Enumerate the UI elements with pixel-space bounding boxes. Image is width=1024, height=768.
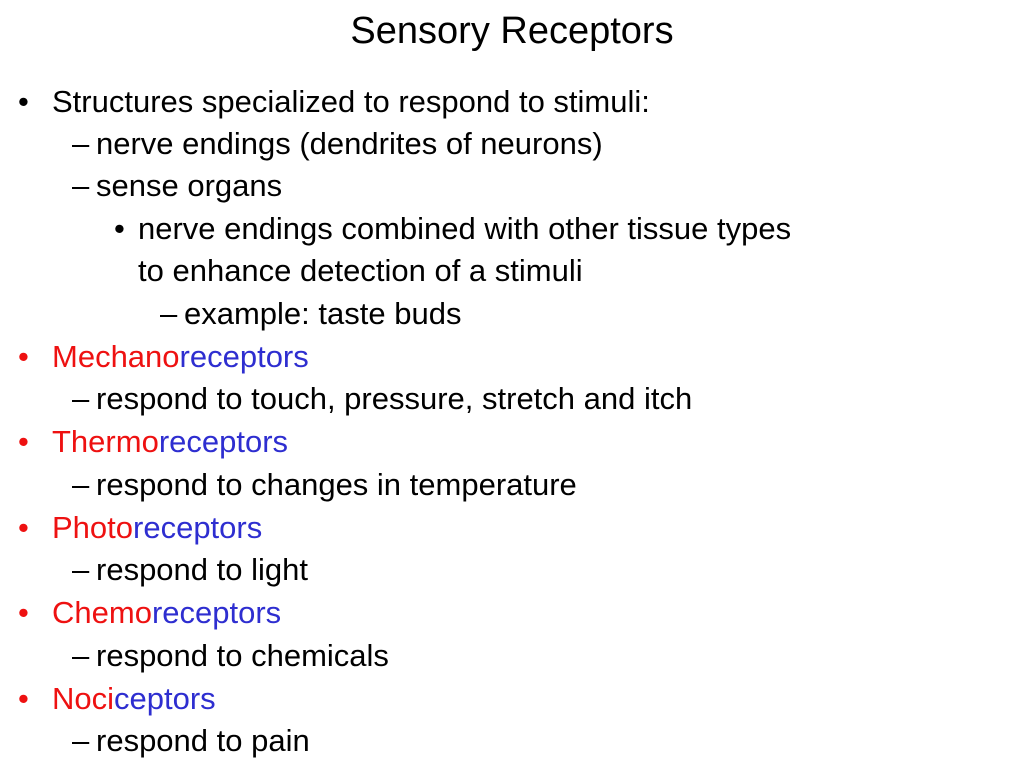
receptor-description: respond to changes in temperature <box>96 467 577 502</box>
receptor-name: Nociceptors <box>52 681 216 717</box>
receptor-suffix: receptors <box>151 595 282 630</box>
bullet-dot: • <box>18 424 29 459</box>
example-taste-buds-text: example: taste buds <box>184 296 462 331</box>
bullet-dot: • <box>114 211 125 246</box>
dash-marker: – <box>72 168 90 203</box>
receptor-description: respond to light <box>96 552 308 587</box>
bullet-dot: • <box>18 510 29 545</box>
receptor-suffix: receptors <box>158 424 289 459</box>
receptor-prefix: Noci <box>52 681 115 716</box>
dash-marker: – <box>72 723 90 758</box>
dash-marker: – <box>160 296 178 331</box>
receptor-name: Chemoreceptors <box>52 595 281 631</box>
receptor-prefix: Chemo <box>52 595 152 630</box>
bullet-dot: • <box>18 681 29 716</box>
bullet-structures-text: Structures specialized to respond to sti… <box>52 84 650 119</box>
bullet-dot: • <box>18 339 29 374</box>
bullet-dot: • <box>18 595 29 630</box>
receptor-suffix: receptors <box>133 510 263 545</box>
dash-marker: – <box>72 552 90 587</box>
detail-nerve-combined-cont: to enhance detection of a stimuli <box>138 253 583 289</box>
receptor-prefix: Thermo <box>52 424 159 459</box>
bullet-dot: • <box>18 84 29 119</box>
receptor-name: Thermoreceptors <box>52 424 288 460</box>
receptor-description: respond to chemicals <box>96 638 389 673</box>
receptor-name: Mechanoreceptors <box>52 339 309 375</box>
dash-marker: – <box>72 638 90 673</box>
detail-nerve-combined-text: nerve endings combined with other tissue… <box>138 211 792 246</box>
receptor-prefix: Mechano <box>52 339 180 374</box>
sub-nerve-endings-text: nerve endings (dendrites of neurons) <box>96 126 603 161</box>
receptor-prefix: Photo <box>52 510 134 545</box>
receptor-suffix: receptors <box>179 339 309 374</box>
receptor-description: respond to pain <box>96 723 310 758</box>
sub-sense-organs-text: sense organs <box>96 168 283 203</box>
dash-marker: – <box>72 381 90 416</box>
dash-marker: – <box>72 467 90 502</box>
slide-title: Sensory Receptors <box>350 10 674 52</box>
receptor-suffix: ceptors <box>114 681 216 716</box>
dash-marker: – <box>72 126 90 161</box>
detail-nerve-combined-text-2: to enhance detection of a stimuli <box>138 253 583 288</box>
receptor-description: respond to touch, pressure, stretch and … <box>96 381 693 416</box>
receptor-name: Photoreceptors <box>52 510 262 546</box>
